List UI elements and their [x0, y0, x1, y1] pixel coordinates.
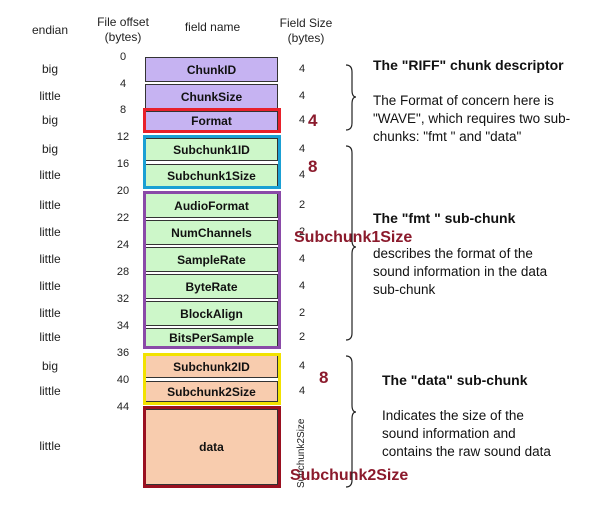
field-size-label: 4 [298, 279, 306, 292]
endian-label: little [39, 88, 61, 103]
offset-label: 16 [116, 158, 130, 170]
offset-label: 22 [116, 212, 130, 224]
offset-label: 24 [116, 239, 130, 251]
data-title: The "data" sub-chunk [382, 372, 528, 388]
endian-label: little [39, 197, 61, 212]
field-subchunk2size: Subchunk2Size [145, 381, 278, 402]
field-size-label: 2 [298, 225, 306, 238]
field-chunksize: ChunkSize [145, 84, 278, 109]
offset-label: 32 [116, 293, 130, 305]
field-size-label: 4 [298, 384, 306, 397]
field-audioformat: AudioFormat [145, 193, 278, 218]
endian-label: little [39, 251, 61, 266]
offset-label: 40 [116, 374, 130, 386]
endian-label: little [39, 278, 61, 293]
fmt-body-size-annotation: Subchunk1Size [294, 229, 413, 246]
field-size-label: 2 [298, 306, 306, 319]
endian-label: little [39, 383, 61, 398]
field-size-label: 4 [298, 142, 306, 155]
format-highlight [143, 108, 281, 133]
field-subchunk2id: Subchunk2ID [145, 355, 278, 378]
fmt-title: The "fmt " sub-chunk [373, 210, 516, 226]
fmt-header-size-annotation: 8 [308, 157, 318, 176]
field-subchunk1id: Subchunk1ID [145, 138, 278, 161]
endian-label: big [41, 358, 58, 373]
field-byterate: ByteRate [145, 274, 278, 299]
header-endian: endian [31, 23, 69, 37]
endian-label: big [41, 61, 58, 76]
field-size-label: 4 [298, 89, 306, 102]
endian-label: big [41, 141, 58, 156]
field-subchunk1size: Subchunk1Size [145, 164, 278, 187]
offset-label: 44 [116, 401, 130, 413]
offset-label: 28 [116, 266, 130, 278]
field-size-label: 2 [298, 198, 306, 211]
endian-label: little [39, 330, 61, 344]
offset-label: 12 [116, 131, 130, 143]
endian-label: little [39, 224, 61, 239]
header-field-size: Field Size (bytes) [279, 16, 333, 45]
data-description: Indicates the size of the sound informat… [382, 408, 551, 459]
field-data: data [145, 409, 278, 485]
field-chunkid: ChunkID [145, 57, 278, 82]
data-header-highlight [143, 353, 281, 405]
endian-label: little [39, 305, 61, 320]
data-body-highlight [143, 406, 281, 488]
field-size-label: 2 [298, 331, 306, 343]
field-blockalign: BlockAlign [145, 301, 278, 326]
header-file-offset: File offset (bytes) [97, 15, 149, 44]
header-field-name: field name [184, 20, 241, 34]
data-body-size-annotation: Subchunk2Size [290, 467, 409, 484]
field-samplerate: SampleRate [145, 247, 278, 272]
field-size-label: 4 [298, 168, 306, 181]
riff-title: The "RIFF" chunk descriptor [373, 57, 564, 73]
format-size-annotation: 4 [308, 111, 318, 130]
offset-label: 36 [116, 347, 130, 359]
endian-label: little [39, 167, 61, 182]
field-size-label: 4 [298, 252, 306, 265]
data-header-size-annotation: 8 [319, 368, 329, 387]
riff-description: The Format of concern here is "WAVE", wh… [373, 93, 571, 144]
field-size-label: 4 [298, 62, 306, 75]
offset-label: 34 [116, 320, 130, 332]
brace-icon [345, 64, 357, 488]
fmt-description: describes the format of the sound inform… [373, 246, 548, 297]
field-format: Format [145, 111, 278, 131]
field-size-label: 4 [298, 114, 306, 126]
offset-label: 20 [116, 185, 130, 197]
offset-label: 8 [119, 104, 127, 116]
fmt-header-highlight [143, 135, 281, 189]
field-numchannels: NumChannels [145, 220, 278, 245]
endian-label: big [41, 113, 58, 127]
field-bitspersample: BitsPerSample [145, 328, 278, 348]
fmt-body-highlight [143, 191, 281, 349]
offset-label: 0 [119, 51, 127, 63]
offset-label: 4 [119, 78, 127, 90]
endian-label: little [39, 439, 61, 453]
field-size-label: 4 [298, 359, 306, 372]
